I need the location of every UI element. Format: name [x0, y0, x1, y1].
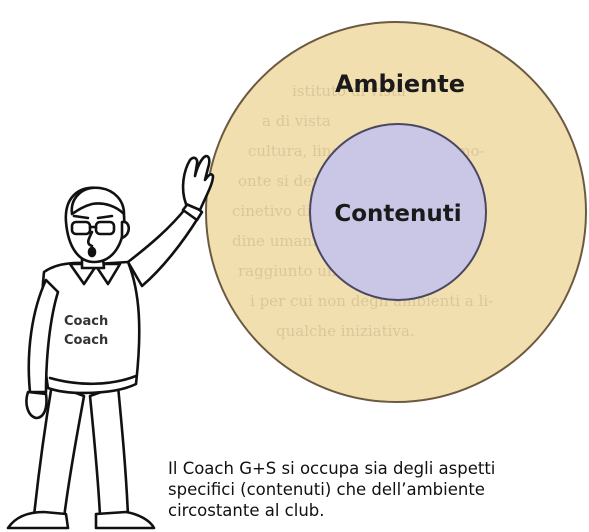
glasses-left-lens [70, 220, 92, 236]
lowered-arm [27, 278, 60, 394]
faded-line: qualche iniziativa. [276, 322, 415, 340]
caption-line-2: specifici (contenuti) che dell’ambiente [168, 480, 485, 499]
glasses-right-lens [94, 220, 116, 236]
caption: Il Coach G+S si occupa sia degli aspetti… [168, 458, 578, 521]
ambiente-label: Ambiente [335, 70, 465, 98]
caption-line-1: Il Coach G+S si occupa sia degli aspetti [168, 459, 496, 478]
contenuti-circle [309, 123, 487, 301]
ear [120, 220, 131, 240]
right-shoe [94, 510, 156, 530]
faded-line: a di vista [262, 112, 331, 130]
sweater-hem [48, 374, 138, 386]
eyebrows [72, 214, 114, 220]
caption-line-3: circostante al club. [168, 501, 325, 520]
left-shoe [6, 510, 70, 530]
shirt-text-line-2: Coach [64, 333, 108, 348]
right-leg [88, 384, 130, 518]
contenuti-label: Contenuti [334, 201, 461, 227]
faded-line: istituto di vista [292, 82, 406, 100]
hair [70, 186, 126, 216]
coach-figure [6, 154, 215, 530]
shirt-text-line-1: Coach [64, 314, 108, 329]
lowered-hand [25, 390, 48, 420]
nose [86, 230, 94, 248]
raised-hand [181, 154, 215, 212]
faded-line: i per cui non degli ambienti a li- [250, 292, 493, 310]
mouth [87, 246, 97, 258]
raised-arm [126, 206, 200, 288]
